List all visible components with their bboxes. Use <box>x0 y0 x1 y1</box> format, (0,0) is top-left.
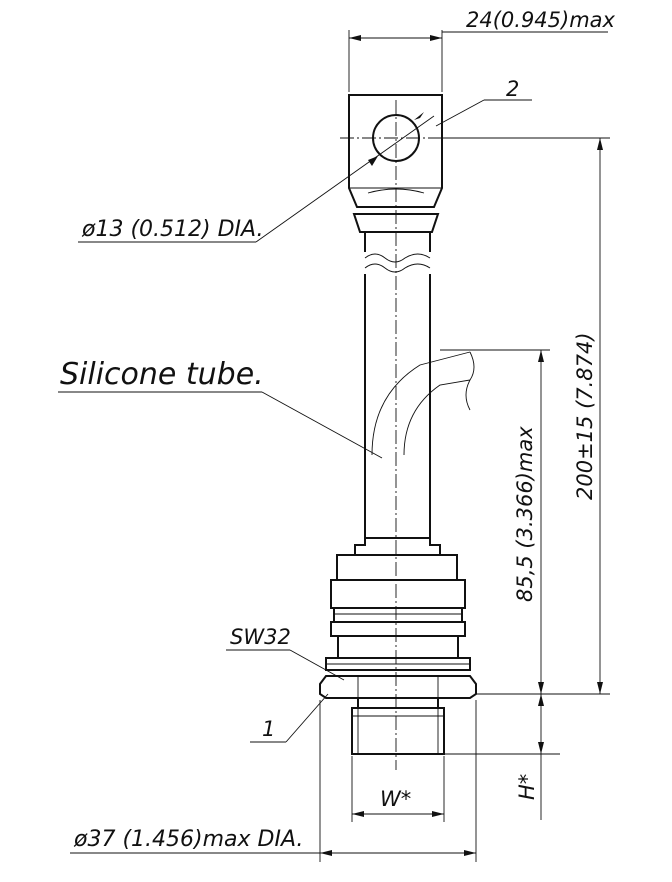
housing <box>325 537 471 671</box>
total-length-dimension <box>442 137 610 695</box>
hole-dia-leader <box>78 112 435 243</box>
width-dimension <box>348 30 608 92</box>
callout-2-leader <box>435 99 532 127</box>
hex-leader <box>226 649 345 681</box>
tube-leader <box>58 391 383 459</box>
base-dia-label: ø37 (1.456)max DIA. <box>73 827 303 852</box>
threaded-stud <box>351 707 445 755</box>
hole-dia-label: ø13 (0.512) DIA. <box>81 217 263 242</box>
tube-label: Silicone tube. <box>60 357 264 392</box>
base-dia-dimension <box>70 700 477 862</box>
height-dimension <box>444 694 560 820</box>
width-label: 24(0.945)max <box>466 8 616 32</box>
total-length-label: 200±15 (7.874) <box>573 332 597 500</box>
thread-label: W* <box>380 787 411 811</box>
thread-dimension <box>351 756 445 822</box>
callout-2-label: 2 <box>506 77 519 101</box>
body-length-label: 85,5 (3.366)max <box>513 426 537 602</box>
hex-nut <box>319 675 477 708</box>
callout-1-leader <box>250 693 329 743</box>
callout-1-label: 1 <box>262 717 275 741</box>
hex-label: SW32 <box>230 625 291 649</box>
body-length-dimension <box>440 349 550 694</box>
height-label: H* <box>515 774 539 800</box>
silicone-tube <box>364 232 475 538</box>
